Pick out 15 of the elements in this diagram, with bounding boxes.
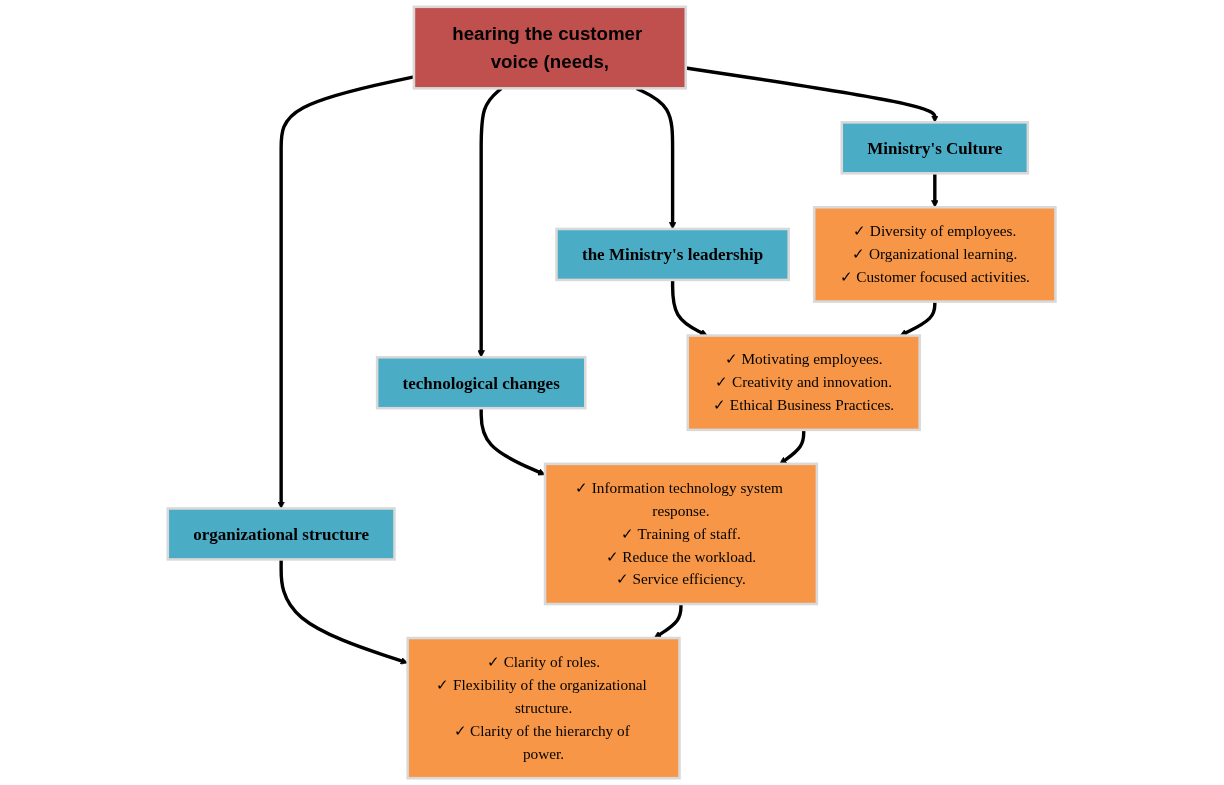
node-box: Ministry's Culture — [840, 121, 1030, 175]
arrow — [654, 604, 684, 639]
arrow — [479, 408, 546, 476]
node-box: ✓ Information technology system response. ✓ Training of staff. ✓ Reduce the workload. ✓ Service efficiency. — [544, 462, 819, 606]
node-box: ✓ Clarity of roles. ✓ Flexibility of the organizational structure. ✓ Clarity of the hierarchy of power. — [406, 636, 682, 780]
node-box: ✓ Diversity of employees. ✓ Organizational learning. ✓ Customer focused activities. — [813, 206, 1058, 303]
node-box: the Ministry's leadership — [555, 227, 791, 282]
node-box: ✓ Motivating employees. ✓ Creativity and innovation. ✓ Ethical Business Practices. — [686, 334, 922, 432]
node-box: hearing the customer voice (needs, — [413, 5, 688, 90]
node-box: organizational structure — [166, 507, 397, 561]
arrow — [900, 301, 937, 336]
arrow — [279, 559, 409, 665]
node-box: technological changes — [376, 355, 587, 410]
arrow — [277, 75, 415, 509]
arrow — [931, 173, 939, 208]
